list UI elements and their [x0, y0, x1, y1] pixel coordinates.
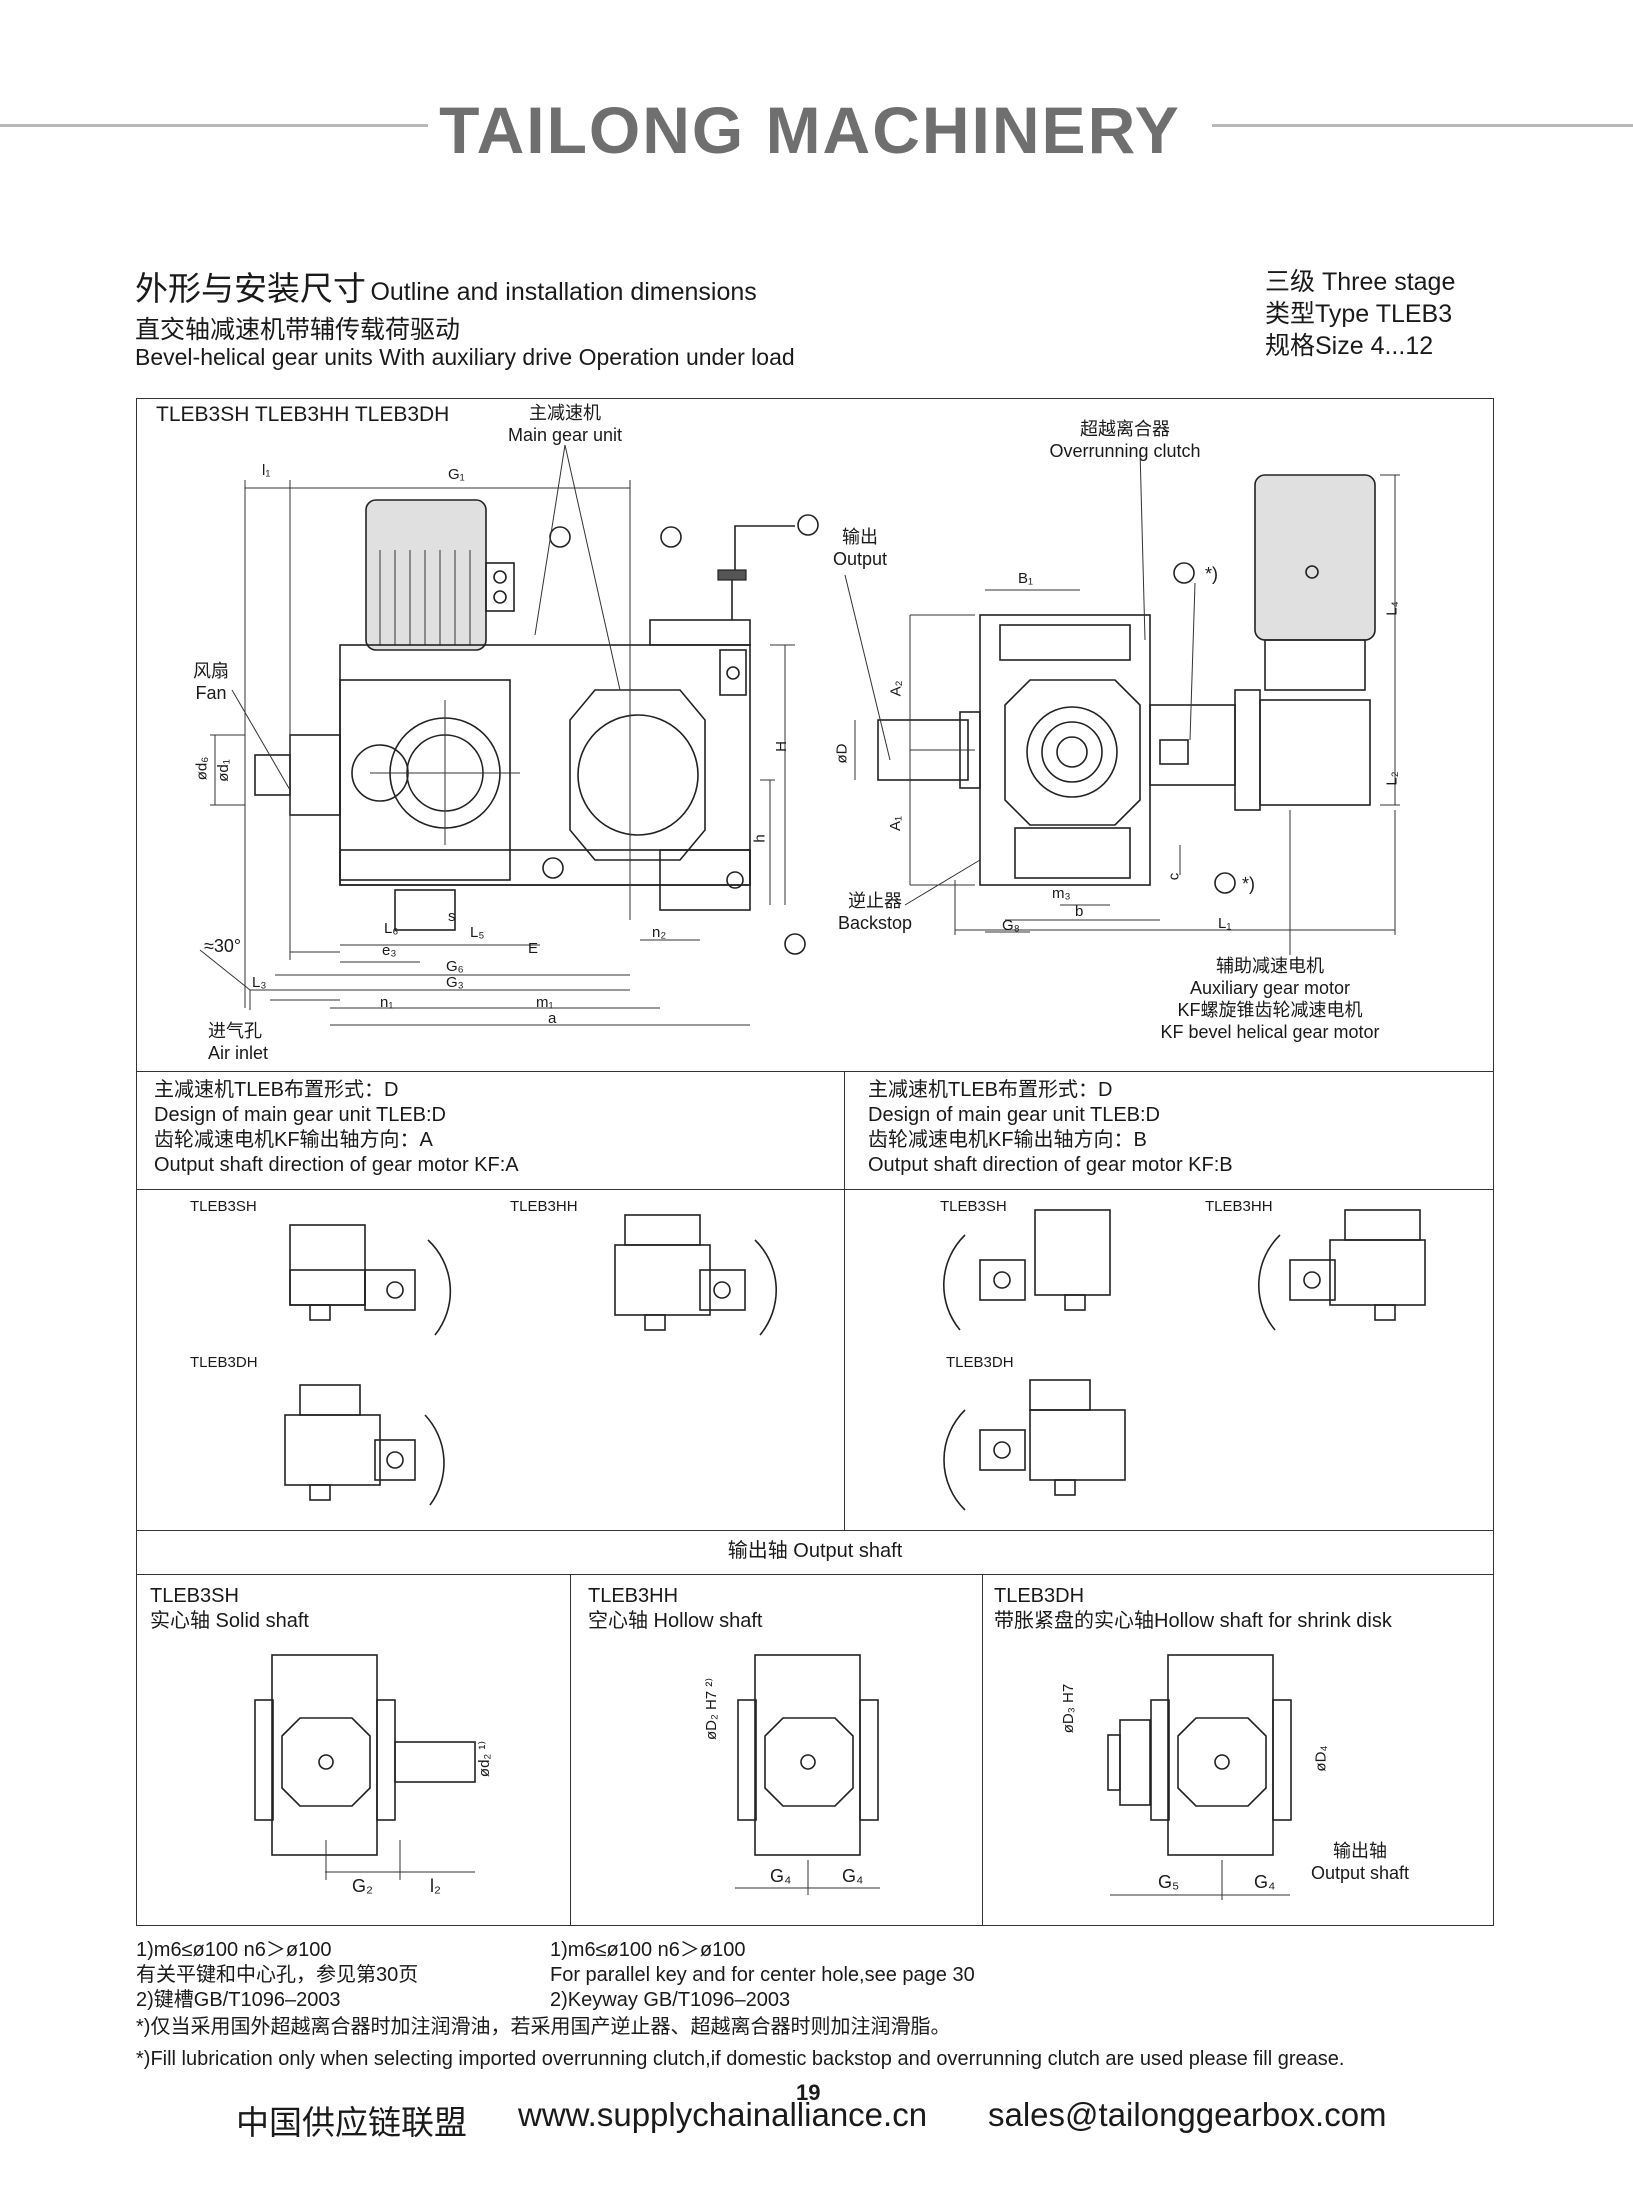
drawing-frame [136, 398, 1494, 1926]
dim-n2: n₂ [652, 924, 667, 941]
dim-G3: G₃ [446, 974, 464, 991]
dim-G8: G₈ [1002, 917, 1020, 934]
dim-n1: n₁ [380, 994, 394, 1011]
section-title: 外形与安装尺寸 Outline and installation dimensi… [135, 262, 757, 310]
col2-dim-G4b: G₄ [842, 1866, 864, 1886]
divider-shaft-1 [570, 1574, 571, 1926]
divider-arr-bottom [136, 1530, 1494, 1531]
col1-dim-l2: l₂ [430, 1876, 441, 1896]
col3-dim-G5: G₅ [1158, 1872, 1180, 1892]
section-title-zh: 外形与安装尺寸 [135, 270, 366, 307]
divider-arr-header [136, 1189, 1494, 1190]
divider-arr-mid [844, 1071, 845, 1530]
dim-m1: m₁ [536, 994, 554, 1011]
arr-left-hh: TLEB3HH [510, 1198, 578, 1215]
arr-left-header: 主减速机TLEB布置形式：D Design of main gear unit … [154, 1079, 519, 1176]
arr-right-dh: TLEB3DH [946, 1354, 1014, 1371]
divider-shaft-2 [982, 1574, 983, 1926]
dim-e3: e₃ [382, 942, 397, 959]
angle-label: ≈30° [204, 936, 242, 956]
aux-drive-end-view [844, 449, 1400, 955]
output-shaft-drawings [254, 1654, 1292, 1900]
star-note-en: *)Fill lubrication only when selecting i… [136, 2048, 1345, 2070]
dim-L3: L₃ [252, 974, 267, 991]
dim-G1: G₁ [448, 466, 465, 483]
arr-right-hh: TLEB3HH [1205, 1198, 1273, 1215]
air-inlet-label: 进气孔 Air inlet [208, 1021, 269, 1063]
size-label: 规格Size 4...12 [1265, 332, 1434, 360]
backstop-label: 逆止器 Backstop [837, 891, 913, 933]
dim-L6: L₆ [384, 920, 399, 937]
footer-email[interactable]: sales@tailonggearbox.com [988, 2096, 1387, 2133]
footer-website[interactable]: www.supplychainalliance.cn [518, 2096, 928, 2133]
col2-dim-G4a: G₄ [770, 1866, 792, 1886]
dim-B1: B₁ [1018, 570, 1034, 587]
footer-org: 中国供应链联盟 [236, 2104, 467, 2141]
col3-dim-D4: øD₄ [1312, 1745, 1330, 1772]
dim-m3: m₃ [1052, 885, 1071, 902]
divider-main [136, 1071, 1494, 1072]
notes-right: 1)m6≤ø100 n6＞ø100 For parallel key and f… [550, 1939, 975, 2011]
arr-right-sh: TLEB3SH [940, 1198, 1007, 1215]
col1-dim-d2: ød₂ ¹⁾ [476, 1740, 494, 1778]
brand-rule-left [0, 124, 428, 127]
arrangement-diagrams [284, 1209, 1426, 1511]
shaft-col1-header: TLEB3SH 实心轴 Solid shaft [150, 1585, 309, 1632]
output-label: 输出 Output [832, 527, 888, 569]
dim-E: E [528, 940, 539, 957]
dim-G6: G₆ [446, 958, 464, 975]
star-note-zh: *)仅当采用国外超越离合器时加注润滑油，若采用国产逆止器、超越离合器时则加注润滑… [136, 2016, 951, 2038]
arr-left-dh: TLEB3DH [190, 1354, 258, 1371]
arr-right-header: 主减速机TLEB布置形式：D Design of main gear unit … [868, 1079, 1233, 1176]
main-unit-side-view [199, 444, 819, 1026]
type-label: 类型Type TLEB3 [1265, 300, 1453, 328]
dim-L5: L₅ [470, 924, 485, 941]
star-note-1: *) [1205, 564, 1218, 584]
col3-dim-D3: øD₃ H7 [1060, 1683, 1078, 1734]
shaft-col2-header: TLEB3HH 空心轴 Hollow shaft [588, 1585, 763, 1632]
dim-a: a [548, 1010, 557, 1027]
section-title-en: Outline and installation dimensions [370, 278, 757, 306]
main-unit-label: 主减速机 Main gear unit [507, 403, 623, 445]
shaft-col3-header: TLEB3DH 带胀紧盘的实心轴Hollow shaft for shrink … [994, 1585, 1392, 1632]
output-shaft-title: 输出轴 Output shaft [727, 1540, 903, 1562]
subtitle-en: Bevel-helical gear units With auxiliary … [135, 344, 795, 370]
dim-l1: l₁ [262, 462, 271, 479]
aux-motor-label: 辅助减速电机 Auxiliary gear motor KF螺旋锥齿轮减速电机 … [1160, 956, 1380, 1042]
arr-left-sh: TLEB3SH [190, 1198, 257, 1215]
subtitle-zh: 直交轴减速机带辅传载荷驱动 [135, 316, 461, 344]
brand-rule-right [1212, 124, 1633, 127]
dim-b: b [1075, 903, 1084, 920]
star-note-2: *) [1242, 874, 1255, 894]
notes-left: 1)m6≤ø100 n6＞ø100 有关平键和中心孔，参见第30页 2)键槽GB… [136, 1939, 419, 2011]
clutch-label: 超越离合器 Overrunning clutch [1049, 419, 1201, 461]
dim-L1: L₁ [1218, 915, 1232, 932]
col2-dim-D2: øD₂ H7 ²⁾ [703, 1677, 721, 1741]
divider-shaft-title [136, 1574, 1494, 1575]
dim-s: s [448, 908, 456, 925]
fan-label: 风扇 Fan [193, 661, 229, 703]
col3-dim-G4: G₄ [1254, 1872, 1276, 1892]
models-label: TLEB3SH TLEB3HH TLEB3DH [156, 403, 450, 426]
col3-output-label: 输出轴 Output shaft [1310, 1841, 1410, 1883]
col1-dim-G2: G₂ [352, 1876, 373, 1896]
stage-label: 三级 Three stage [1265, 268, 1456, 296]
page-number: 19 [796, 2080, 821, 2105]
brand-title: TAILONG MACHINERY [439, 93, 1181, 167]
